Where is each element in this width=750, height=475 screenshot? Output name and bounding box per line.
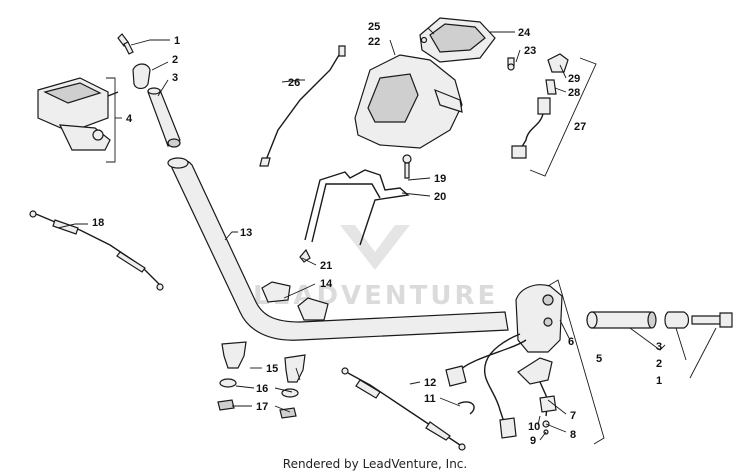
callout-27: 27 bbox=[574, 121, 586, 133]
callout-16: 16 bbox=[256, 383, 268, 395]
group-brackets bbox=[106, 57, 605, 445]
brake-cable bbox=[341, 367, 466, 451]
callout-25: 25 bbox=[368, 21, 380, 33]
screw-21 bbox=[299, 248, 311, 263]
indicator-harness bbox=[511, 53, 569, 159]
callout-21: 21 bbox=[320, 260, 332, 272]
render-credit: Rendered by LeadVenture, Inc. bbox=[282, 457, 468, 471]
grip-top-left bbox=[147, 87, 181, 148]
callout-10: 10 bbox=[528, 421, 540, 433]
callout-labels: 1 2 3 4 18 13 14 21 19 20 26 25 22 24 23… bbox=[92, 21, 662, 447]
callout-17: 17 bbox=[256, 401, 268, 413]
callout-3-right: 3 bbox=[656, 341, 662, 353]
callout-7: 7 bbox=[570, 410, 576, 422]
callout-26: 26 bbox=[288, 77, 300, 89]
callout-6: 6 bbox=[568, 336, 574, 348]
grip-right bbox=[586, 311, 657, 329]
callout-2-right: 2 bbox=[656, 358, 662, 370]
callout-12: 12 bbox=[424, 377, 436, 389]
display-bracket bbox=[304, 169, 410, 246]
callout-9: 9 bbox=[530, 435, 536, 447]
callout-18: 18 bbox=[92, 217, 104, 229]
callout-8: 8 bbox=[570, 429, 576, 441]
screw-19 bbox=[402, 154, 412, 179]
screw-23 bbox=[507, 57, 515, 71]
callout-23: 23 bbox=[524, 45, 536, 57]
callout-11: 11 bbox=[424, 393, 436, 405]
callout-14: 14 bbox=[320, 278, 333, 290]
watermark-text: LEADVENTURE bbox=[253, 281, 498, 311]
callout-13: 13 bbox=[240, 227, 252, 239]
instrument-gauge bbox=[419, 17, 496, 63]
leader-lines bbox=[57, 27, 717, 441]
callout-19: 19 bbox=[434, 173, 446, 185]
callout-3-top: 3 bbox=[172, 72, 178, 84]
callout-29: 29 bbox=[568, 73, 580, 85]
screw-top-left bbox=[117, 33, 134, 55]
callout-1-top: 1 bbox=[174, 35, 180, 47]
display-housing bbox=[354, 54, 463, 149]
bar-end-top-left bbox=[132, 63, 151, 90]
throttle-cable bbox=[29, 210, 164, 291]
callout-28: 28 bbox=[568, 87, 580, 99]
throttle-assembly bbox=[37, 77, 119, 151]
watermark-logo: LEADVENTURE bbox=[253, 225, 498, 311]
screw-right bbox=[691, 312, 733, 328]
handlebar bbox=[167, 157, 509, 341]
bar-end-right bbox=[664, 311, 690, 329]
callout-5: 5 bbox=[596, 353, 602, 365]
switch-housing bbox=[515, 284, 563, 353]
callout-22: 22 bbox=[368, 36, 380, 48]
handlebar-risers bbox=[217, 341, 306, 419]
callout-4: 4 bbox=[126, 113, 133, 125]
callout-1-right: 1 bbox=[656, 375, 662, 387]
speedometer-cable bbox=[259, 45, 346, 167]
cable-clip bbox=[457, 401, 475, 415]
handlebar-clamps bbox=[261, 281, 329, 321]
callout-2-top: 2 bbox=[172, 54, 178, 66]
callout-20: 20 bbox=[434, 191, 446, 203]
callout-15: 15 bbox=[266, 363, 278, 375]
callout-24: 24 bbox=[518, 27, 531, 39]
